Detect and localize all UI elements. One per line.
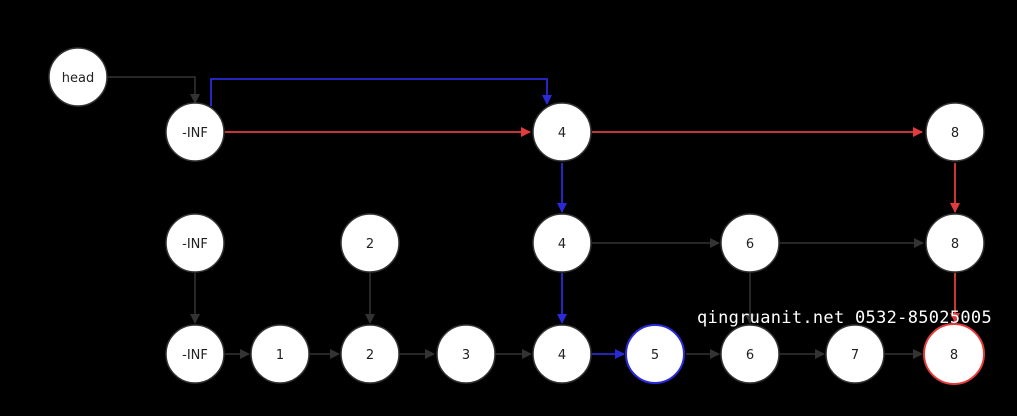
node-mid-6: 6 xyxy=(720,213,780,273)
node-mid-8: 8 xyxy=(925,213,985,273)
node-label: 5 xyxy=(651,348,659,363)
node-label: -INF xyxy=(182,237,208,252)
node-top-ninf: -INF xyxy=(165,102,225,162)
node-top-4: 4 xyxy=(532,102,592,162)
node-label: -INF xyxy=(182,126,208,141)
node-label: 4 xyxy=(558,237,566,252)
node-label: 4 xyxy=(558,126,566,141)
node-bot-6: 6 xyxy=(720,324,780,384)
node-label: head xyxy=(62,71,94,86)
node-label: 7 xyxy=(851,348,859,363)
node-label: -INF xyxy=(182,348,208,363)
node-bot-3: 3 xyxy=(436,324,496,384)
node-mid-4: 4 xyxy=(532,213,592,273)
node-label: 8 xyxy=(950,348,958,363)
node-bot-ninf: -INF xyxy=(165,324,225,384)
node-label: 3 xyxy=(462,348,470,363)
node-top-8: 8 xyxy=(925,102,985,162)
node-bot-1: 1 xyxy=(250,324,310,384)
node-bot-8: 8 xyxy=(923,323,985,385)
watermark-text: qingruanit.net 0532-85025005 xyxy=(697,308,992,328)
edge-blue-top-ninf-to-top-4 xyxy=(210,78,552,106)
node-label: 1 xyxy=(276,348,284,363)
node-label: 4 xyxy=(558,348,566,363)
node-label: 6 xyxy=(746,348,754,363)
node-bot-2: 2 xyxy=(340,324,400,384)
node-mid-ninf: -INF xyxy=(165,213,225,273)
node-label: 2 xyxy=(366,237,374,252)
node-bot-5: 5 xyxy=(625,324,685,384)
node-label: 6 xyxy=(746,237,754,252)
node-mid-2: 2 xyxy=(340,213,400,273)
node-head: head xyxy=(48,47,108,107)
node-bot-4: 4 xyxy=(532,324,592,384)
node-label: 8 xyxy=(951,126,959,141)
node-bot-7: 7 xyxy=(825,324,885,384)
node-label: 8 xyxy=(951,237,959,252)
node-label: 2 xyxy=(366,348,374,363)
edge-head-to-top-ninf xyxy=(108,76,200,104)
